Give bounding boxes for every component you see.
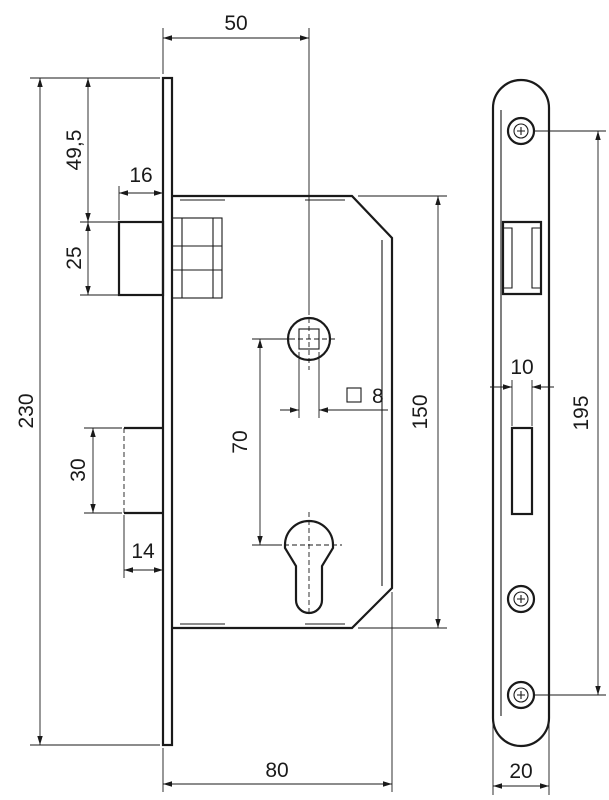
label-bolt-height: 30 — [67, 458, 90, 481]
latch-bolt — [117, 217, 223, 299]
lock-case-outline — [172, 194, 394, 630]
cylinder-hole — [276, 512, 342, 615]
label-latch-width: 16 — [129, 164, 152, 187]
screw-hole-top — [506, 116, 536, 146]
label-strike-width: 20 — [509, 760, 532, 783]
label-latch-height: 25 — [63, 246, 86, 269]
spindle-hole — [282, 310, 336, 370]
dead-bolt — [123, 426, 163, 515]
label-spindle-to-cylinder: 70 — [229, 430, 252, 453]
case-fold-inner — [180, 199, 345, 625]
bolt-slot — [510, 426, 534, 516]
strike-plate-outline — [491, 78, 551, 748]
square-symbol — [346, 387, 362, 403]
dimension-lines — [30, 28, 606, 795]
screw-hole-bottom — [506, 680, 536, 710]
label-strike-slot-width: 10 — [510, 356, 533, 379]
label-strike-hole-spacing: 195 — [570, 395, 593, 430]
strike-plate — [491, 78, 551, 748]
label-total-height: 230 — [15, 393, 38, 428]
lock-body — [117, 76, 394, 747]
screw-hole-middle — [506, 584, 536, 614]
front-plate — [161, 76, 174, 747]
latch-recess — [501, 220, 543, 296]
label-top-width: 50 — [224, 12, 247, 35]
label-total-width: 80 — [265, 759, 288, 782]
dimension-labels: 50 49,5 16 25 230 30 14 70 8 150 80 10 1… — [15, 12, 593, 783]
label-bolt-width: 14 — [131, 540, 155, 563]
label-spindle-square: 8 — [372, 385, 384, 408]
label-case-height: 150 — [409, 394, 432, 429]
case-fold-marks — [180, 195, 350, 629]
label-faceplate-top-offset: 49,5 — [63, 130, 86, 171]
